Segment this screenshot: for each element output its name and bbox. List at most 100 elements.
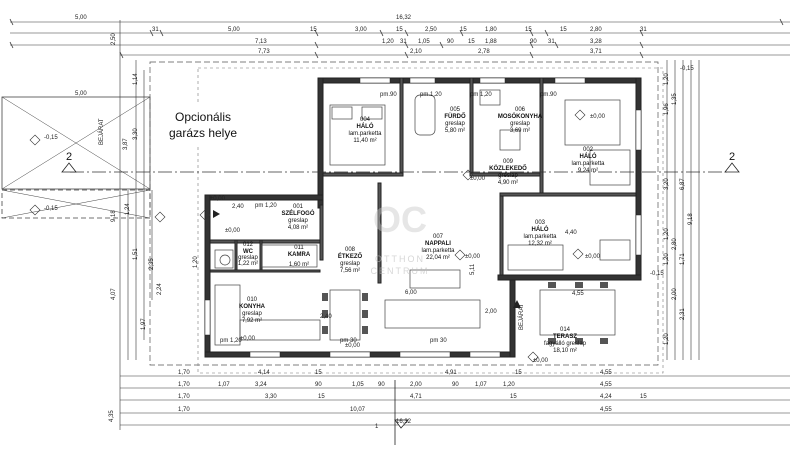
room-014: 014 TERASZ fagyálló greslap 18,10 m²	[544, 327, 587, 354]
svg-text:greslap: greslap	[340, 261, 360, 267]
svg-text:7,56 m²: 7,56 m²	[340, 268, 360, 274]
svg-text:15: 15	[560, 27, 567, 33]
svg-text:pm 1,20: pm 1,20	[470, 92, 492, 98]
svg-text:pm 30: pm 30	[430, 338, 447, 344]
svg-text:greslap: greslap	[498, 173, 518, 179]
svg-text:90: 90	[378, 382, 385, 388]
svg-text:TERASZ: TERASZ	[553, 334, 577, 340]
svg-text:pm 1,20: pm 1,20	[220, 338, 242, 344]
svg-text:4,55: 4,55	[600, 382, 612, 388]
svg-text:7,13: 7,13	[255, 39, 267, 45]
svg-text:11,40 m²: 11,40 m²	[353, 138, 376, 144]
garage-text-line1: Opcionális	[175, 110, 231, 124]
bottom-section-marker	[394, 380, 409, 445]
svg-text:4,90 m²: 4,90 m²	[498, 180, 518, 186]
svg-text:4,91: 4,91	[445, 370, 457, 376]
svg-text:greslap: greslap	[510, 121, 530, 127]
svg-text:greslap: greslap	[238, 255, 258, 261]
watermark-line2: CENTRUM	[371, 266, 430, 276]
room-002: 002 HÁLÓ lam.parketta 9,24 m²	[571, 147, 605, 174]
svg-text:31: 31	[400, 39, 407, 45]
svg-text:1,35: 1,35	[672, 93, 678, 105]
svg-text:KÖZLEKEDŐ: KÖZLEKEDŐ	[489, 165, 527, 172]
svg-text:±0,00: ±0,00	[585, 254, 601, 260]
svg-text:KAMRA: KAMRA	[288, 252, 311, 258]
svg-text:90: 90	[315, 382, 322, 388]
svg-text:ÉTKEZŐ: ÉTKEZŐ	[338, 252, 363, 260]
svg-text:9,18: 9,18	[688, 213, 694, 225]
garage-level1: -0,15	[44, 135, 58, 141]
svg-text:1,97: 1,97	[141, 318, 147, 330]
watermark-logo: OC	[373, 199, 427, 240]
svg-text:lam.parketta: lam.parketta	[523, 234, 557, 240]
room-009: 009 KÖZLEKEDŐ greslap 4,90 m²	[489, 159, 527, 186]
dim-total-top: 16,32	[396, 15, 412, 21]
svg-text:2,50: 2,50	[111, 33, 117, 45]
svg-text:pm 1,20: pm 1,20	[255, 203, 277, 209]
svg-text:90: 90	[452, 382, 459, 388]
svg-text:2,35: 2,35	[149, 258, 155, 270]
svg-text:lam.parketta: lam.parketta	[348, 131, 382, 137]
room-003: 003 HÁLÓ lam.parketta 12,32 m²	[523, 220, 557, 247]
svg-text:HÁLÓ: HÁLÓ	[580, 152, 597, 160]
svg-text:3,30: 3,30	[265, 394, 277, 400]
svg-text:greslap: greslap	[242, 311, 262, 317]
svg-text:BEJÁRAT: BEJÁRAT	[518, 303, 525, 330]
svg-text:1,70: 1,70	[178, 382, 190, 388]
svg-text:4,55: 4,55	[572, 291, 584, 297]
svg-text:9,24 m²: 9,24 m²	[578, 168, 598, 174]
windows	[204, 77, 642, 358]
svg-text:1,20: 1,20	[664, 253, 670, 265]
svg-text:2,78: 2,78	[478, 49, 490, 55]
walls	[204, 77, 642, 358]
svg-text:5,80 m²: 5,80 m²	[445, 128, 465, 134]
furniture	[214, 89, 631, 346]
svg-text:3,24: 3,24	[255, 382, 267, 388]
garage-dim-top: 5,00	[75, 91, 87, 97]
svg-text:4,14: 4,14	[258, 370, 270, 376]
svg-text:7,92 m²: 7,92 m²	[242, 318, 262, 324]
garage-text-line2: garázs helye	[169, 126, 237, 140]
svg-text:7,73: 7,73	[258, 49, 270, 55]
svg-text:4,07: 4,07	[111, 288, 117, 300]
garage-label-bg	[155, 104, 253, 144]
svg-text:10,07: 10,07	[350, 407, 366, 413]
entry-arrows	[213, 210, 521, 308]
svg-text:greslap: greslap	[445, 121, 465, 127]
svg-text:FÜRDŐ: FÜRDŐ	[444, 113, 466, 120]
section-mark-bottom: 1	[375, 424, 379, 430]
svg-text:±0,00: ±0,00	[590, 114, 606, 120]
dining-chairs	[322, 282, 608, 344]
svg-text:4,08 m²: 4,08 m²	[288, 225, 308, 231]
garage-dim-w: 3,30	[133, 128, 139, 140]
dim-small-top: 31 15 31 15 31 15 31	[152, 27, 647, 45]
level-texts: ±0,00 ±0,00 ±0,00 ±0,00 ±0,00 ±0,00 ±0,0…	[210, 114, 606, 364]
svg-text:31: 31	[152, 27, 159, 33]
svg-text:±0,00: ±0,00	[345, 343, 361, 349]
section-markers	[61, 162, 740, 173]
svg-text:±0,00: ±0,00	[225, 228, 241, 234]
svg-text:1,71: 1,71	[680, 253, 686, 265]
svg-text:1,96: 1,96	[664, 103, 670, 115]
svg-text:004: 004	[360, 117, 371, 123]
svg-text:15: 15	[640, 394, 647, 400]
svg-text:2,40: 2,40	[232, 204, 244, 210]
room-005: 005 FÜRDŐ greslap 5,80 m²	[444, 107, 466, 134]
svg-text:012: 012	[243, 242, 254, 248]
room-011: 011 KAMRA 1,60 m²	[288, 245, 311, 268]
misc-labels: pm.90 pm.1,20 pm 1,20 pm.90 pm 1,20 pm 3…	[220, 92, 584, 344]
svg-text:90: 90	[447, 39, 454, 45]
garage-area	[1, 96, 151, 219]
svg-text:003: 003	[535, 220, 546, 226]
svg-text:HÁLÓ: HÁLÓ	[532, 225, 549, 233]
svg-text:3,00: 3,00	[355, 27, 367, 33]
svg-text:9,18: 9,18	[111, 210, 117, 222]
dim-top-left: 5,00	[75, 15, 87, 21]
svg-text:2,00: 2,00	[485, 309, 497, 315]
svg-text:pm.1,20: pm.1,20	[420, 92, 442, 98]
roof-outline	[197, 67, 664, 374]
svg-text:1,20: 1,20	[664, 73, 670, 85]
svg-text:3,69 m²: 3,69 m²	[510, 128, 530, 134]
svg-text:6,87: 6,87	[680, 178, 686, 190]
svg-text:1,70: 1,70	[178, 407, 190, 413]
